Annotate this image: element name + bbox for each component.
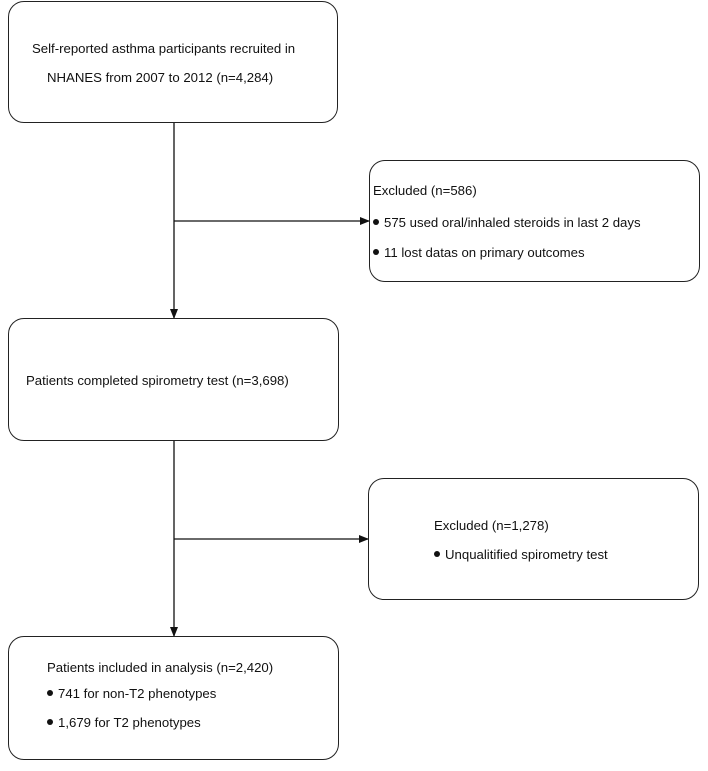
excluded-box-2: Excluded (n=1,278) Unqualitified spirome… [368,478,699,600]
included-title: Patients included in analysis (n=2,420) [47,660,274,675]
recruited-line2: NHANES from 2007 to 2012 (n=4,284) [47,70,274,85]
excluded2-title: Excluded (n=1,278) [434,518,549,533]
bullet-icon [373,219,379,225]
included-item-2: 1,679 for T2 phenotypes [47,716,201,729]
included-item-1: 741 for non-T2 phenotypes [47,687,216,700]
recruited-line1: Self-reported asthma participants recrui… [32,41,296,56]
excluded-box-1: Excluded (n=586) 575 used oral/inhaled s… [369,160,700,282]
bullet-icon [434,551,440,557]
excluded1-title: Excluded (n=586) [373,183,477,198]
excluded1-item-2: 11 lost datas on primary outcomes [373,246,585,259]
excluded2-item-1: Unqualitified spirometry test [434,548,608,561]
bullet-icon [47,690,53,696]
excluded1-item-1: 575 used oral/inhaled steroids in last 2… [373,216,641,229]
bullet-icon [373,249,379,255]
included-box: Patients included in analysis (n=2,420) … [8,636,339,760]
spirometry-text: Patients completed spirometry test (n=3,… [26,373,289,388]
spirometry-box: Patients completed spirometry test (n=3,… [8,318,339,441]
bullet-icon [47,719,53,725]
recruited-box: Self-reported asthma participants recrui… [8,1,338,123]
